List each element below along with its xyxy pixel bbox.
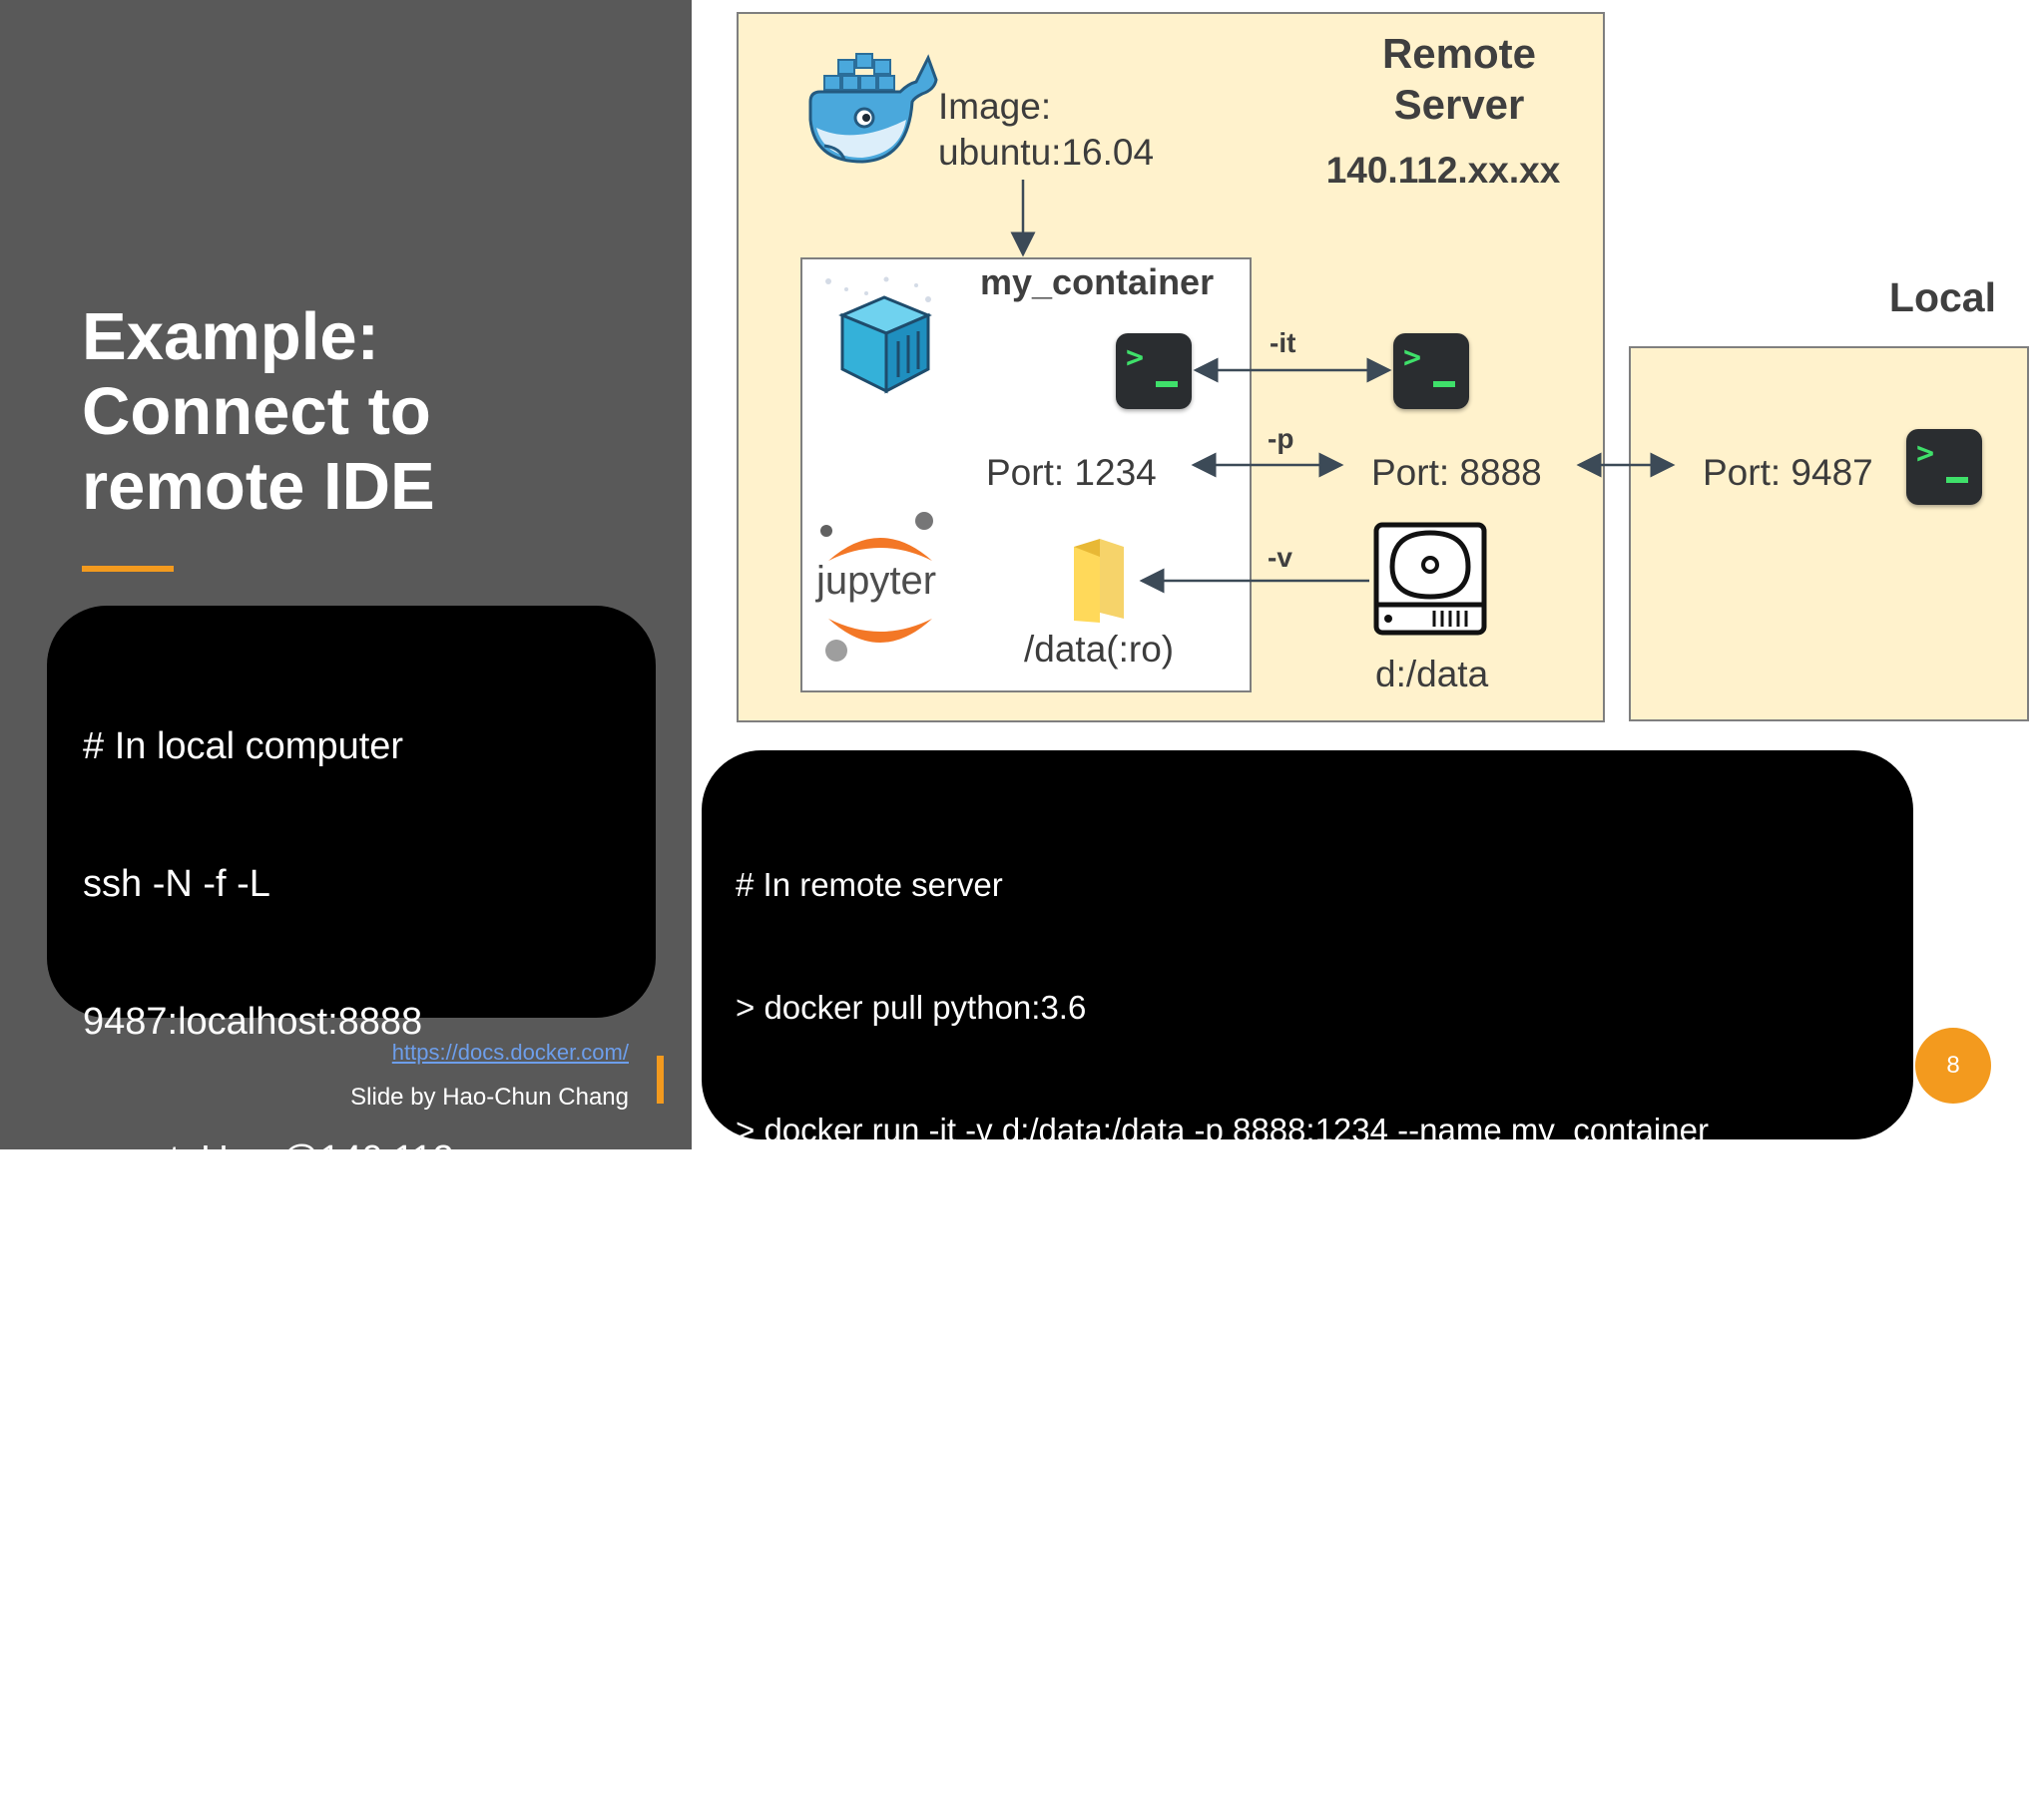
page-number-badge: 8 xyxy=(1915,1028,1991,1104)
remote-ip-label: 140.112.xx.xx xyxy=(1325,150,1561,191)
terminal-icon: > xyxy=(1906,429,1982,505)
local-port-label: Port: 9487 xyxy=(1703,452,1873,493)
terminal-icon: > xyxy=(1393,333,1469,409)
remote-server-label: Remote Server xyxy=(1381,30,1537,128)
title-underline xyxy=(82,566,174,572)
remote-code-line: > docker run -it -v d:/data:/data -p 888… xyxy=(736,1112,1709,1148)
jupyter-logo-icon xyxy=(820,512,933,662)
local-region xyxy=(1629,346,2029,721)
container-cube-icon xyxy=(825,276,932,394)
slide-credit: Slide by Hao-Chun Chang xyxy=(350,1084,629,1111)
container-name-label: my_container xyxy=(980,261,1215,302)
diagram-arrows xyxy=(1010,180,1676,594)
remote-code-line: [Press Enter to display tty in docker] xyxy=(736,1357,1262,1394)
hard-drive-icon xyxy=(1373,522,1487,636)
docker-whale-icon xyxy=(808,53,938,164)
local-code-line: ssh -N -f -L xyxy=(83,863,270,905)
jupyter-label: jupyter xyxy=(816,559,937,603)
remote-code-line: root@a57272174288:/# pip3 install jupyte… xyxy=(736,1480,1399,1517)
flag-v-label: -v xyxy=(1268,542,1292,573)
remote-code-line: > docker pull python:3.6 xyxy=(736,989,1087,1026)
local-label: Local xyxy=(1888,274,1996,320)
image-label: Image: ubuntu:16.04 xyxy=(938,86,1155,173)
local-code-line: 9487:localhost:8888 xyxy=(83,1001,423,1043)
local-code-line: # Open browser and type xyxy=(83,1414,509,1456)
terminal-icon: > xyxy=(1116,333,1192,409)
container-data-label: /data(:ro) xyxy=(1024,629,1175,670)
flag-it-label: -it xyxy=(1270,327,1296,358)
remote-code-line: python:3.6 bash xyxy=(736,1234,970,1271)
remote-code-line: # Copy TOKEN in …:1234/?token=“TOKEN” xyxy=(736,1725,1383,1762)
flag-p-label: -p xyxy=(1268,423,1294,454)
remote-code-line: root@a57272174288:/# jupyter lab --allow… xyxy=(736,1602,1775,1639)
slide-title: Example: Connect to remote IDE xyxy=(82,299,435,524)
docker-docs-link[interactable]: https://docs.docker.com/ xyxy=(391,1040,629,1065)
local-code-line: # In local computer xyxy=(83,725,404,767)
credit-accent-bar xyxy=(657,1056,664,1104)
container-port-label: Port: 1234 xyxy=(986,452,1157,493)
local-code-line xyxy=(83,1274,656,1320)
remote-code-box: # In remote server > docker pull python:… xyxy=(702,750,1913,1762)
server-port-label: Port: 8888 xyxy=(1371,452,1542,493)
folder-icon xyxy=(1074,539,1124,623)
local-code-line: localhost:9487 xyxy=(83,1552,328,1593)
server-data-label: d:/data xyxy=(1375,654,1489,694)
local-code-line: # Paste TOKEN xyxy=(83,1689,351,1731)
remote-code-line: # In remote server xyxy=(736,866,1003,903)
